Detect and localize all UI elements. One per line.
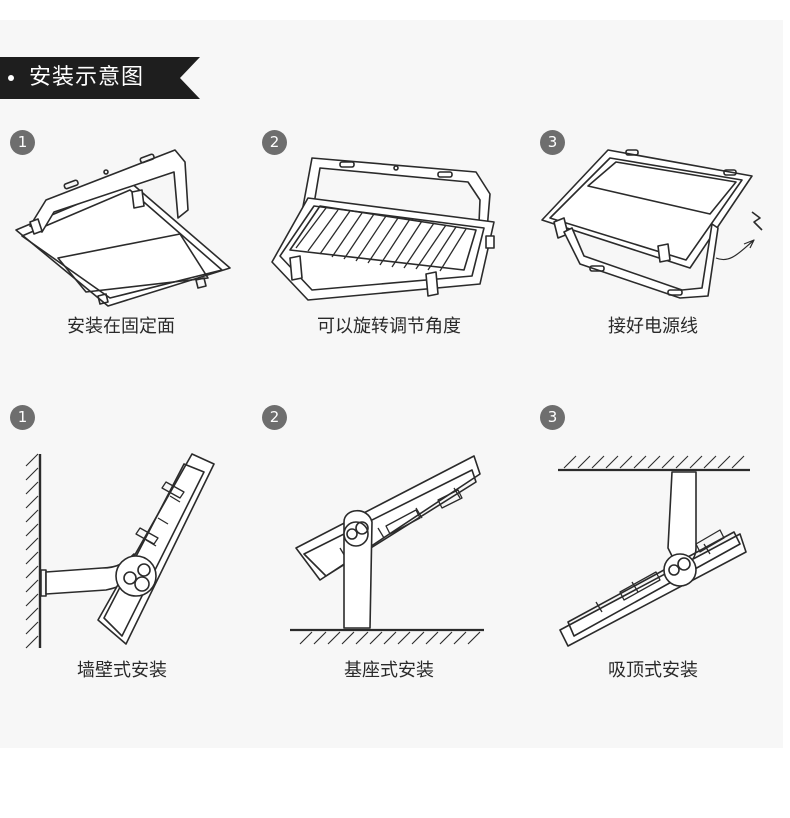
section-banner: 安装示意图	[0, 57, 200, 99]
step-caption: 可以旋转调节角度	[317, 316, 461, 337]
step-badge: 2	[262, 405, 287, 430]
step-caption: 吸顶式安装	[608, 660, 698, 681]
step-badge: 3	[540, 405, 565, 430]
step-caption: 安装在固定面	[67, 316, 175, 337]
step-badge: 1	[10, 130, 35, 155]
step-badge: 1	[10, 405, 35, 430]
step-caption: 基座式安装	[344, 660, 434, 681]
base-mount-illustration	[290, 455, 484, 645]
section-title: 安装示意图	[29, 65, 145, 90]
step-badge: 3	[540, 130, 565, 155]
mount-on-surface-illustration	[15, 149, 231, 307]
banner-shape	[0, 57, 200, 99]
connect-power-cable-illustration	[541, 149, 763, 299]
banner-bullet-icon	[8, 75, 14, 81]
step-caption: 墙壁式安装	[77, 660, 167, 681]
rotate-adjust-angle-illustration	[271, 157, 495, 301]
wall-mount-illustration	[25, 453, 215, 649]
step-caption: 接好电源线	[608, 316, 698, 337]
step-badge: 2	[262, 130, 287, 155]
ceiling-mount-illustration	[558, 455, 750, 647]
